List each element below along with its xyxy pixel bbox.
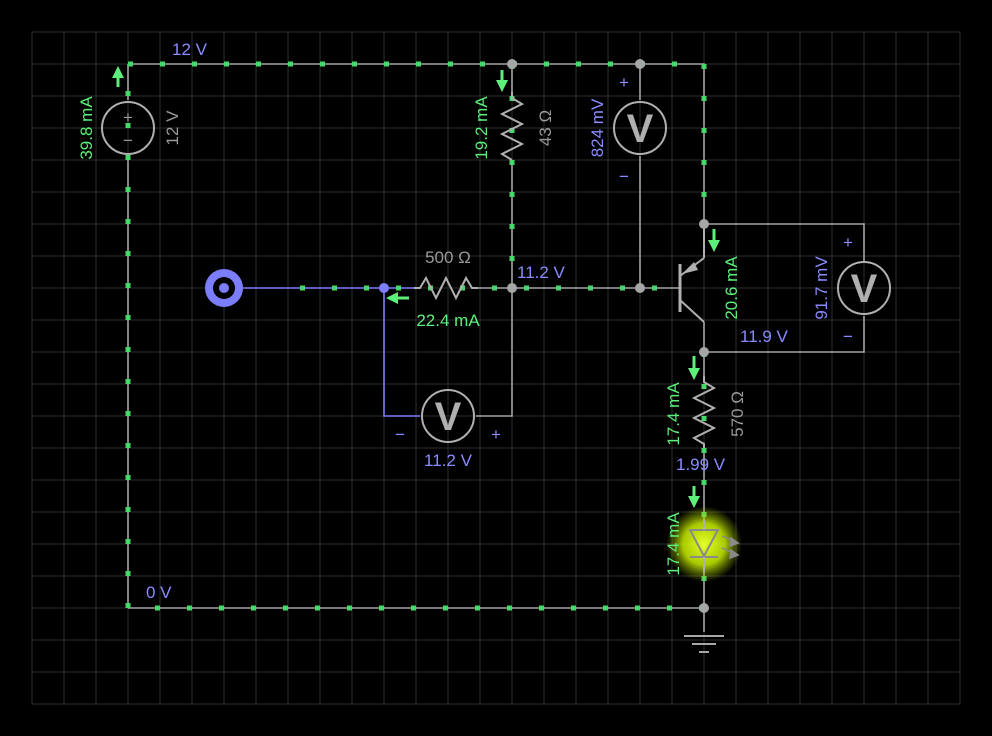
light-ray-icon: [721, 535, 740, 560]
arrow-left-icon: [386, 292, 398, 304]
voltmeter-bottom-reading: 11.2 V: [424, 451, 473, 470]
voltmeter-v-icon: V: [851, 267, 878, 311]
transistor-current-label: 20.6 mA: [722, 256, 741, 320]
dc-voltage-source[interactable]: + −: [101, 66, 155, 155]
wire-voltmeter-bottom-left[interactable]: [383, 288, 420, 417]
resistor-43-value-label: 43 Ω: [536, 110, 555, 146]
background-grid: [31, 31, 961, 705]
voltmeter-top-reading: 824 mV: [588, 98, 607, 157]
arrow-down-icon: [708, 240, 720, 252]
resistor-500-ohm[interactable]: [386, 275, 478, 304]
pnp-transistor[interactable]: [678, 224, 720, 323]
arrow-down-icon: [688, 368, 700, 380]
source-current-label: 39.8 mA: [77, 96, 96, 160]
resistor-570-value-label: 570 Ω: [728, 391, 747, 437]
resistor-43-current-label: 19.2 mA: [472, 96, 491, 160]
source-minus-sign: −: [123, 131, 133, 150]
voltmeter-right-plus: +: [843, 233, 853, 252]
resistor-570-current-label: 17.4 mA: [664, 382, 683, 446]
emitter-arrow-icon: [682, 262, 698, 274]
source-plus-sign: +: [123, 108, 133, 127]
bottom-rail-voltage-label: 0 V: [146, 583, 172, 602]
emitter-node-voltage-label: 11.9 V: [740, 327, 789, 346]
voltmeter-bottom-plus: +: [491, 425, 501, 444]
base-node-voltage-label: 11.2 V: [517, 263, 566, 282]
input-terminal[interactable]: [205, 269, 243, 307]
current-flow-dots: [125, 61, 707, 611]
arrow-down-icon: [496, 80, 508, 92]
voltmeter-top[interactable]: V: [613, 101, 667, 155]
voltmeter-top-plus: +: [619, 73, 629, 92]
voltmeter-right-minus: −: [843, 327, 853, 346]
led-current-label: 17.4 mA: [664, 512, 683, 576]
ground-icon: [684, 635, 724, 653]
voltmeter-v-icon: V: [627, 107, 654, 151]
arrow-down-icon: [688, 496, 700, 508]
arrow-up-stem: [116, 77, 120, 87]
junction-nodes: [379, 59, 709, 613]
wire-voltmeter-bottom-right[interactable]: [476, 288, 513, 417]
resistor-500-current-label: 22.4 mA: [416, 311, 480, 330]
wire-voltmeter-right[interactable]: [704, 223, 865, 353]
voltmeter-v-icon: V: [435, 395, 462, 439]
top-rail-voltage-label: 12 V: [172, 40, 208, 59]
wires: [127, 63, 865, 632]
arrow-up-icon: [112, 66, 124, 78]
source-voltage-label: 12 V: [163, 110, 182, 146]
voltmeter-right-reading: 91.7 mV: [812, 256, 831, 320]
voltmeter-bottom[interactable]: V: [421, 389, 475, 443]
resistor-500-value-label: 500 Ω: [425, 248, 471, 267]
led-glow: [666, 506, 742, 582]
voltmeter-right[interactable]: V: [837, 261, 891, 315]
resistor-570-node-voltage-label: 1.99 V: [676, 455, 726, 474]
resistor-570-ohm[interactable]: [688, 356, 717, 448]
voltmeter-top-minus: −: [619, 167, 629, 186]
resistor-43-ohm[interactable]: [496, 70, 525, 161]
voltmeter-bottom-minus: −: [395, 425, 405, 444]
led[interactable]: [666, 486, 742, 582]
